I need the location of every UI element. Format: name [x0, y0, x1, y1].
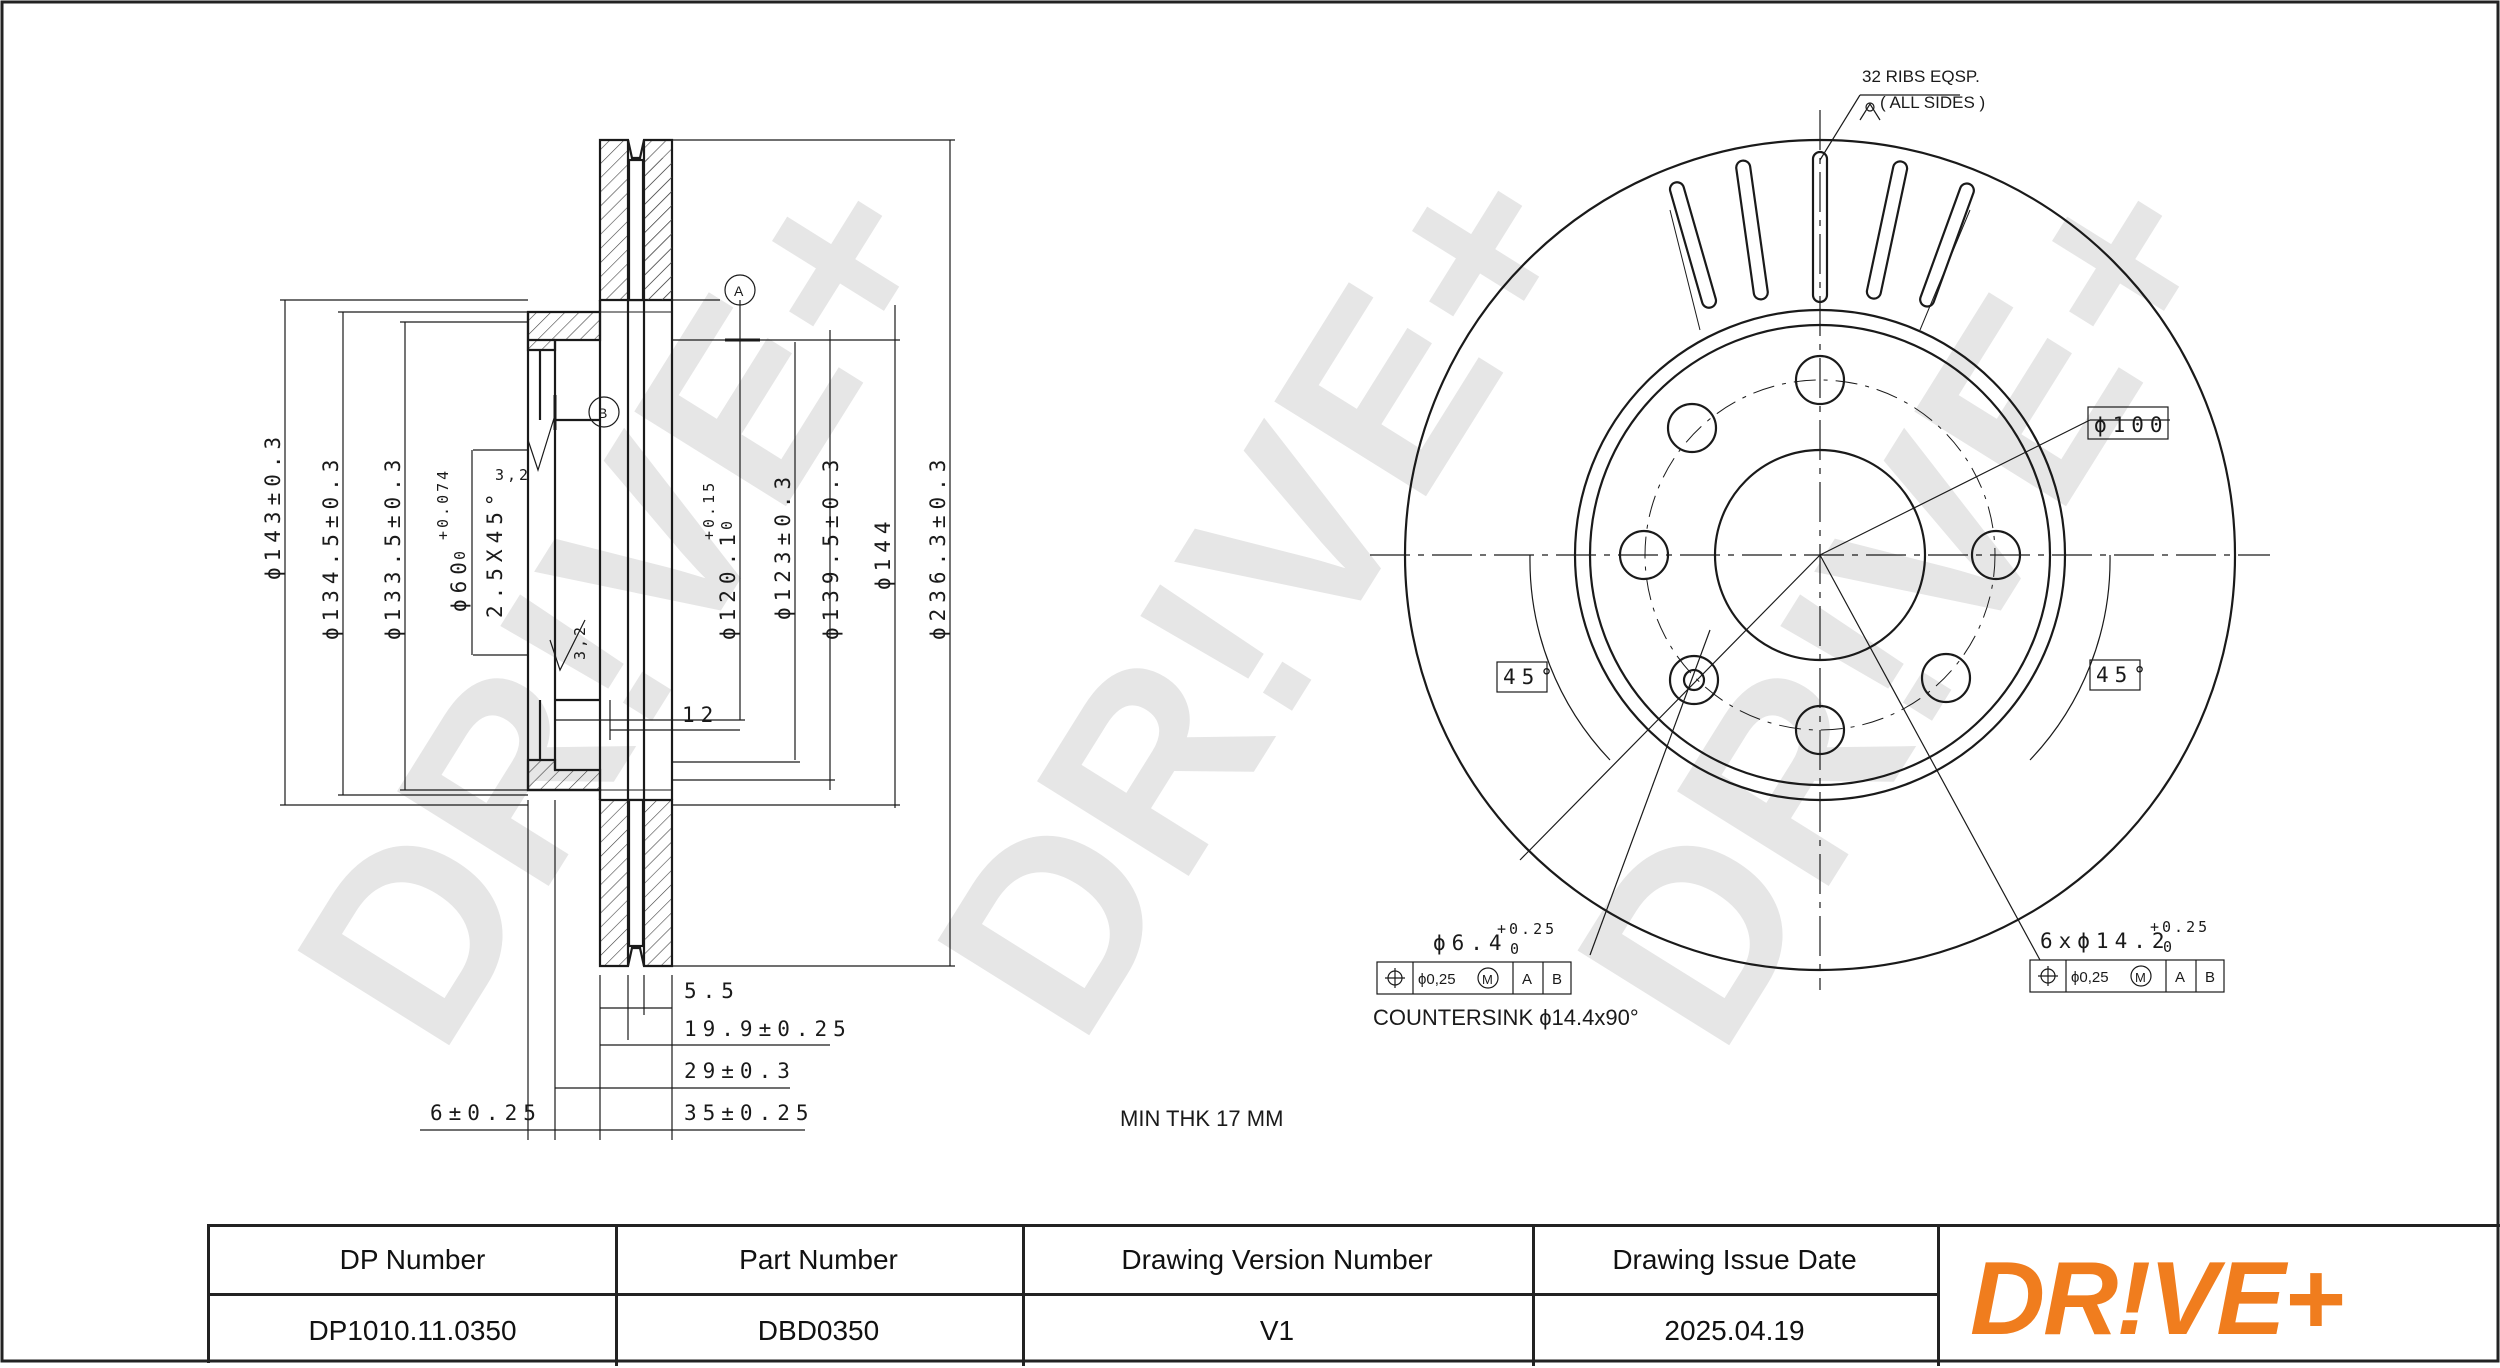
dim-d139-5: ϕ139.5±0.3	[819, 454, 843, 640]
datum-b-label: B	[598, 405, 607, 421]
small-hole-tol-lower: 0	[1510, 940, 1522, 958]
dim-d144: ϕ144	[871, 515, 895, 590]
header-issue-date: Drawing Issue Date	[1612, 1244, 1857, 1275]
title-block: DP Number Part Number Drawing Version Nu…	[207, 1224, 2500, 1366]
dim-19-9: 19.9±0.25	[684, 1017, 852, 1041]
section-dim-lines	[280, 139, 955, 1140]
value-issue-date: 2025.04.19	[1664, 1315, 1805, 1346]
dim-d134-5: ϕ134.5±0.3	[319, 454, 343, 640]
bolt-hole-6	[1920, 652, 1972, 704]
fcf-right-modifier: M	[2135, 970, 2146, 985]
bolt-holes-tol-lower: 0	[2163, 938, 2175, 956]
dim-12: 12	[682, 703, 719, 727]
watermark-group: DR!VE+ DR!VE+ DR!VE+	[242, 111, 2277, 1089]
datum-a-label: A	[734, 283, 744, 299]
dim-d60: ϕ60	[447, 556, 471, 612]
ribs-note-sub: ( ALL SIDES )	[1880, 93, 1985, 112]
header-part-number: Part Number	[739, 1244, 898, 1275]
fcf-right-datum-a: A	[2175, 969, 2185, 986]
dim-d60-lower: 0	[451, 548, 469, 560]
bolt-holes-tol-upper: +0.25	[2150, 918, 2210, 936]
fcf-right-datum-b: B	[2205, 969, 2215, 986]
bolt-hole-5	[1666, 402, 1718, 454]
section-dim-texts: ϕ143±0.3 ϕ134.5±0.3 ϕ133.5±0.3 ϕ60 +0.07…	[261, 283, 1283, 1131]
front-dim-texts: 32 RIBS EQSP. ( ALL SIDES ) ϕ100 45° 45°…	[1373, 67, 2215, 1030]
fcf-frame-right	[2029, 959, 2225, 993]
dim-d60-upper: +0.074	[434, 468, 452, 540]
value-part-number: DBD0350	[757, 1315, 880, 1346]
dim-d120-1-lower: 0	[718, 518, 736, 530]
fcf-left-datum-a: A	[1522, 971, 1532, 988]
fcf-left-tol: ϕ0,25	[1418, 971, 1456, 988]
angle-right-label: 45°	[2096, 663, 2152, 687]
title-block-col-sep-1	[615, 1227, 618, 1366]
title-block-col-sep-3	[1532, 1227, 1535, 1366]
drive-plus-logo: DR!VE+	[1970, 1250, 2345, 1346]
dim-d133-5: ϕ133.5±0.3	[381, 454, 405, 640]
dim-chamfer: 2.5X45°	[483, 487, 507, 618]
title-block-divider	[210, 1293, 1940, 1296]
dim-5-5: 5.5	[684, 979, 740, 1003]
angle-left-label: 45°	[1503, 665, 1559, 689]
value-dp-number: DP1010.11.0350	[308, 1315, 517, 1346]
bolt-hole-1	[1794, 354, 1846, 406]
title-block-col-sep-2	[1022, 1227, 1025, 1366]
small-hole-outer	[1668, 654, 1720, 706]
value-version: V1	[1259, 1315, 1295, 1346]
fcf-left-datum-b: B	[1552, 971, 1562, 988]
bolt-holes-label: 6xϕ14.2	[2040, 929, 2171, 953]
dim-d236-3: ϕ236.3±0.3	[926, 454, 950, 640]
dim-35: 35±0.25	[684, 1101, 815, 1125]
front-dim-lines	[1370, 94, 2270, 995]
logo-text: DR!VE+	[1970, 1250, 2343, 1346]
roughness-1: 3,2	[495, 466, 531, 484]
small-hole-tol-upper: +0.25	[1497, 920, 1557, 938]
ribs-note: 32 RIBS EQSP.	[1862, 67, 1980, 86]
pcd-label: ϕ100	[2094, 413, 2169, 437]
header-dp-number: DP Number	[339, 1244, 486, 1275]
datum-b-circle	[588, 396, 620, 428]
header-version: Drawing Version Number	[1121, 1244, 1433, 1275]
dim-d120-1: ϕ120.1	[716, 528, 740, 640]
fcf-left-modifier: M	[1482, 972, 1493, 987]
dim-29: 29±0.3	[684, 1059, 796, 1083]
title-block-col-sep-4	[1937, 1227, 1940, 1366]
small-hole-inner	[1682, 668, 1706, 692]
countersink-note: COUNTERSINK ϕ14.4x90°	[1373, 1005, 1639, 1030]
dim-d123: ϕ123±0.3	[771, 471, 795, 620]
small-hole-label: ϕ6.4	[1433, 931, 1508, 955]
fcf-right-tol: ϕ0,25	[2071, 969, 2109, 986]
dim-d120-1-upper: +0.15	[700, 480, 718, 540]
dim-d143: ϕ143±0.3	[261, 431, 285, 580]
fcf-frame-left	[1376, 961, 1572, 995]
min-thickness-note: MIN THK 17 MM	[1120, 1106, 1283, 1131]
roughness-2: 3,2	[571, 624, 589, 660]
vent-ribs	[1668, 150, 1975, 309]
dim-6: 6±0.25	[430, 1101, 542, 1125]
